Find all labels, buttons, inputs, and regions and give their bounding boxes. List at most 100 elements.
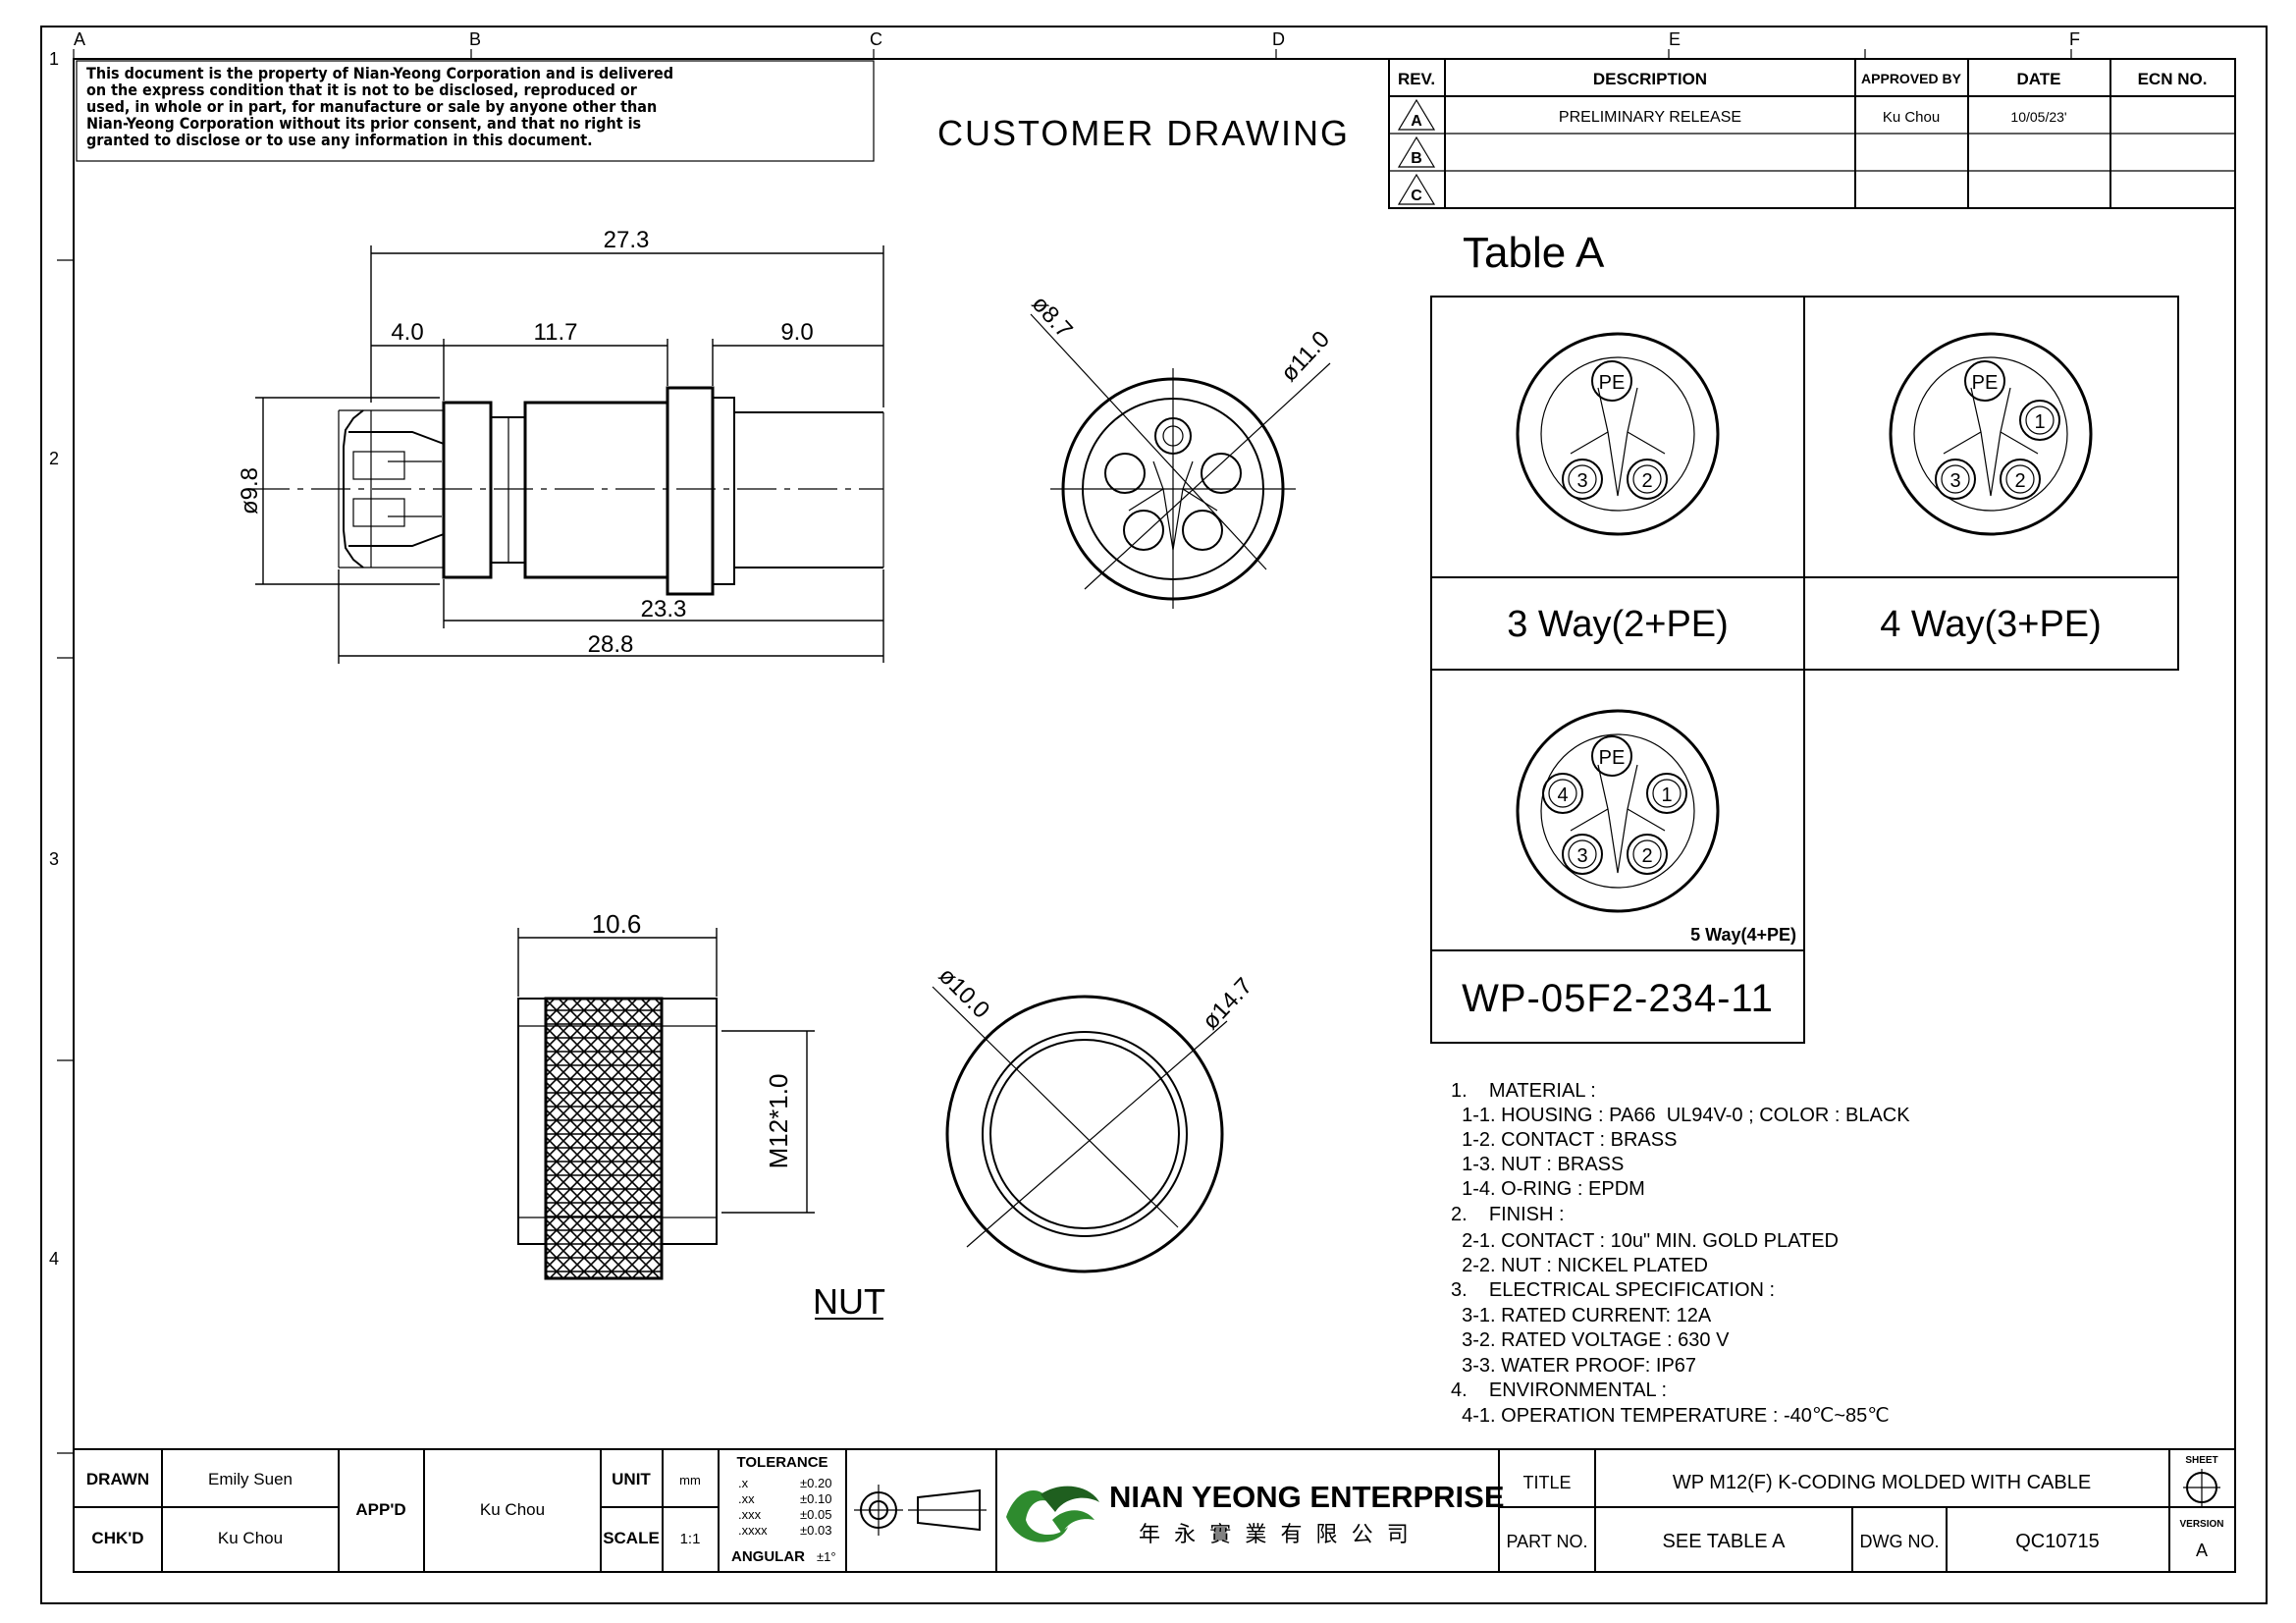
inner-border bbox=[73, 58, 2236, 1573]
company-name: NIAN YEONG ENTERPRISE bbox=[1109, 1480, 1505, 1514]
nut-side-view: 10.6 M12*1.0 NUT bbox=[517, 909, 885, 1322]
property-notice: This document is the property of Nian-Ye… bbox=[76, 60, 875, 162]
note-line-9: 3. ELECTRICAL SPECIFICATION : bbox=[1451, 1279, 1775, 1301]
tol-val-4: ±0.03 bbox=[800, 1523, 831, 1538]
part-number-wp-05f2: WP-05F2-234-11 bbox=[1462, 977, 1774, 1020]
notice-line-1: This document is the property of Nian-Ye… bbox=[86, 64, 673, 82]
dwg-no-value: QC10715 bbox=[2015, 1531, 2100, 1552]
caption-5-way: 5 Way(4+PE) bbox=[1690, 925, 1796, 945]
caption-3-way: 3 Way(2+PE) bbox=[1507, 604, 1729, 645]
chkd-value: Ku Chou bbox=[218, 1529, 283, 1547]
zone-row-1: 1 bbox=[49, 49, 59, 69]
note-line-6: 2. FINISH : bbox=[1451, 1204, 1565, 1225]
drawn-value: Emily Suen bbox=[208, 1470, 293, 1488]
title-value: WP M12(F) K-CODING MOLDED WITH CABLE bbox=[1673, 1472, 2091, 1493]
zone-row-3: 3 bbox=[49, 849, 59, 869]
pinout-5-way: PE 4 1 3 2 5 Way(4+PE) bbox=[1516, 709, 1796, 945]
sheet-symbol-icon bbox=[2183, 1469, 2220, 1506]
unit-value: mm bbox=[679, 1473, 701, 1488]
tol-val-3: ±0.05 bbox=[800, 1507, 831, 1522]
rev-c: C bbox=[1411, 188, 1422, 204]
pin-pe: PE bbox=[1599, 372, 1626, 394]
note-line-1: 1. MATERIAL : bbox=[1451, 1080, 1596, 1102]
pin-2: 2 bbox=[1641, 470, 1652, 492]
zone-col-e: E bbox=[1669, 29, 1681, 49]
dim-mid-23-3: 23.3 bbox=[641, 596, 687, 622]
tol-key-3: .xxx bbox=[738, 1507, 762, 1522]
notice-line-5: granted to disclose or to use any inform… bbox=[86, 131, 593, 149]
dim-front-outer-11-0: ø11.0 bbox=[1276, 326, 1335, 387]
title-label: TITLE bbox=[1522, 1473, 1571, 1492]
part-no-label: PART NO. bbox=[1506, 1532, 1587, 1551]
scale-value: 1:1 bbox=[680, 1531, 701, 1547]
table-a-title: Table A bbox=[1463, 229, 1605, 277]
version-value: A bbox=[2196, 1541, 2208, 1560]
table-a: Table A PE 3 2 3 Way(2+PE) bbox=[1430, 229, 2179, 1044]
note-line-11: 3-2. RATED VOLTAGE : 630 V bbox=[1451, 1329, 1730, 1351]
unit-label: UNIT bbox=[612, 1470, 651, 1488]
notice-line-4: Nian-Yeong Corporation without its prior… bbox=[86, 114, 641, 133]
notes: 1. MATERIAL : 1-1. HOUSING : PA66 UL94V-… bbox=[1451, 1080, 1910, 1427]
tolerance-title: TOLERANCE bbox=[736, 1454, 828, 1471]
note-line-13: 4. ENVIRONMENTAL : bbox=[1451, 1380, 1667, 1401]
dim-diameter-9-8: ø9.8 bbox=[237, 467, 263, 514]
ecn-header: ECN NO. bbox=[2138, 70, 2208, 88]
rev-a: A bbox=[1411, 113, 1422, 130]
title-block: DRAWN Emily Suen CHK'D Ku Chou APP'D Ku … bbox=[73, 1448, 2236, 1573]
pin-2: 2 bbox=[2014, 470, 2025, 492]
pin-1: 1 bbox=[2034, 411, 2045, 433]
company-logo bbox=[1006, 1486, 1099, 1542]
drawn-label: DRAWN bbox=[86, 1470, 149, 1488]
tol-key-4: .xxxx bbox=[738, 1523, 768, 1538]
appd-value: Ku Chou bbox=[480, 1500, 545, 1519]
note-line-2: 1-1. HOUSING : PA66 UL94V-0 ; COLOR : BL… bbox=[1451, 1105, 1910, 1126]
zone-col-f: F bbox=[2069, 29, 2080, 49]
rev-header: REV. bbox=[1398, 70, 1435, 88]
dim-total-28-8: 28.8 bbox=[588, 631, 634, 658]
rev-a-date: 10/05/23' bbox=[2010, 109, 2066, 125]
pinout-3-way: PE 3 2 3 Way(2+PE) bbox=[1507, 332, 1729, 645]
notice-line-3: used, in whole or in part, for manufactu… bbox=[86, 97, 657, 116]
pin-3: 3 bbox=[1949, 470, 1960, 492]
angular-label: ANGULAR bbox=[731, 1548, 805, 1565]
zone-row-2: 2 bbox=[49, 449, 59, 468]
zone-col-c: C bbox=[870, 29, 882, 49]
note-line-7: 2-1. CONTACT : 10u" MIN. GOLD PLATED bbox=[1451, 1230, 1839, 1252]
note-line-10: 3-1. RATED CURRENT: 12A bbox=[1451, 1305, 1712, 1326]
rev-a-approved-by: Ku Chou bbox=[1883, 109, 1940, 126]
approved-by-header: APPROVED BY bbox=[1861, 71, 1962, 86]
note-line-8: 2-2. NUT : NICKEL PLATED bbox=[1451, 1255, 1708, 1276]
pin-3: 3 bbox=[1576, 845, 1587, 867]
nut-front-view: ø10.0 ø14.7 bbox=[932, 962, 1258, 1273]
description-header: DESCRIPTION bbox=[1593, 70, 1707, 88]
dim-rear-9-0: 9.0 bbox=[780, 319, 813, 346]
zone-row-4: 4 bbox=[49, 1249, 59, 1269]
tol-val-2: ±0.10 bbox=[800, 1491, 831, 1506]
note-line-12: 3-3. WATER PROOF: IP67 bbox=[1451, 1355, 1696, 1377]
date-header: DATE bbox=[2016, 70, 2060, 88]
scale-label: SCALE bbox=[603, 1529, 660, 1547]
tol-key-1: .x bbox=[738, 1476, 749, 1490]
note-line-3: 1-2. CONTACT : BRASS bbox=[1451, 1129, 1677, 1151]
pin-3: 3 bbox=[1576, 470, 1587, 492]
dim-nut-outer-14-7: ø14.7 bbox=[1198, 973, 1258, 1035]
version-label: VERSION bbox=[2179, 1519, 2223, 1530]
appd-label: APP'D bbox=[355, 1500, 405, 1519]
dwg-no-label: DWG NO. bbox=[1860, 1532, 1940, 1551]
sheet-label: SHEET bbox=[2185, 1455, 2217, 1466]
dim-nut-thread: M12*1.0 bbox=[764, 1074, 793, 1169]
pin-pe: PE bbox=[1599, 747, 1626, 769]
pin-1: 1 bbox=[1661, 784, 1672, 806]
zone-col-a: A bbox=[74, 29, 85, 49]
customer-drawing-title: CUSTOMER DRAWING bbox=[937, 113, 1350, 153]
pinout-4-way: PE 1 3 2 4 Way(3+PE) bbox=[1880, 332, 2102, 645]
notice-line-2: on the express condition that it is not … bbox=[86, 81, 638, 99]
tol-key-2: .xx bbox=[738, 1491, 755, 1506]
revision-table: REV. DESCRIPTION APPROVED BY DATE ECN NO… bbox=[1388, 58, 2236, 209]
angular-value: ±1° bbox=[817, 1549, 836, 1564]
dim-front-4-0: 4.0 bbox=[391, 319, 423, 346]
outer-border bbox=[40, 26, 2268, 1604]
caption-4-way: 4 Way(3+PE) bbox=[1880, 604, 2102, 645]
projection-symbol-icon bbox=[854, 1485, 987, 1536]
note-line-4: 1-3. NUT : BRASS bbox=[1451, 1154, 1624, 1175]
